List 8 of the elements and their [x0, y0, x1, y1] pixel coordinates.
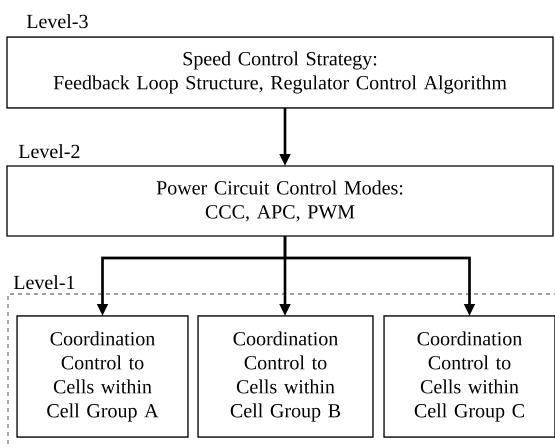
level-label: Level-2: [18, 144, 80, 158]
level-label: Level-3: [26, 14, 88, 28]
level-label: Level-1: [14, 275, 74, 290]
process-box: Coordination Control to Cells within Cell Group C: [383, 315, 555, 438]
process-box: Coordination Control to Cells within Cell Group B: [197, 315, 374, 438]
process-box: Speed Control Strategy: Feedback Loop Structure, Regulator Control Algorithm: [6, 36, 554, 109]
process-box: Coordination Control to Cells within Cell Group A: [16, 315, 189, 438]
process-box: Power Circuit Control Modes: CCC, APC, PWM: [6, 165, 554, 237]
